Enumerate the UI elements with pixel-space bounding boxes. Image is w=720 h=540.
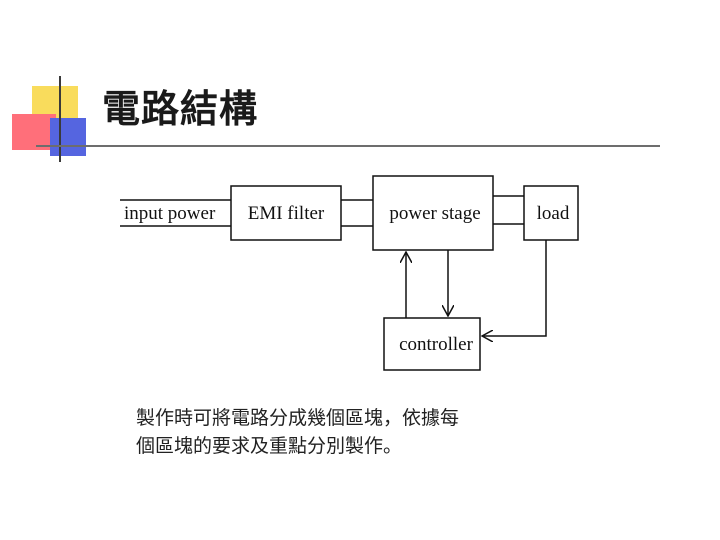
- page-title: 電路結構: [102, 86, 259, 131]
- emi-filter-label: EMI filter: [248, 203, 325, 224]
- load-block: [523, 185, 579, 241]
- decor-pink-square: [12, 114, 56, 150]
- load-feedback-path: [482, 240, 547, 336]
- controller-label: controller: [399, 334, 474, 355]
- input-power-label: input power: [124, 203, 216, 224]
- power-stage-block: [372, 175, 494, 251]
- load-label: load: [537, 203, 570, 224]
- filter-to-stage-wires: [341, 199, 373, 227]
- decor-blue-square: [50, 118, 86, 156]
- power-stage-label: power stage: [389, 203, 480, 224]
- emi-filter-block: [230, 185, 342, 241]
- stage-to-load-wires: [493, 195, 524, 225]
- decor-vertical-line: [59, 76, 61, 162]
- input-wires: [120, 199, 231, 227]
- description-line: 製作時可將電路分成幾個區塊，依據每: [136, 407, 460, 429]
- title-underline: [36, 145, 660, 147]
- description-line: 個區塊的要求及重點分別製作。: [136, 435, 403, 457]
- description-text: 製作時可將電路分成幾個區塊，依據每 個區塊的要求及重點分別製作。: [136, 404, 576, 460]
- controller-block: [383, 317, 481, 371]
